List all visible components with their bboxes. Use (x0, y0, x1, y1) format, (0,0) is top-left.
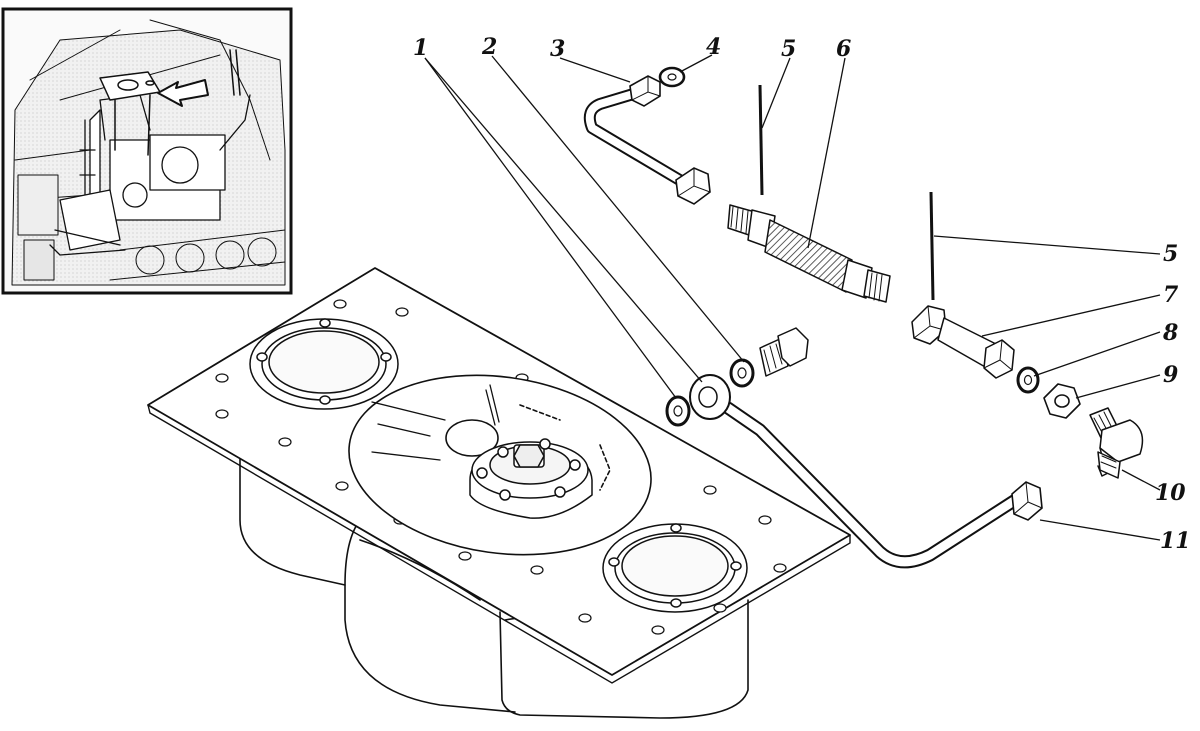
callout-labels: 1 2 3 4 5 6 5 7 8 9 10 11 (413, 34, 1191, 554)
washer-8 (1016, 366, 1040, 394)
leader-lines (424, 54, 1161, 541)
fuel-hose-assembly (727, 204, 891, 303)
pipe-nut-bottom (675, 167, 711, 205)
inspection-cover-right (602, 523, 748, 613)
union-fitting-2 (759, 327, 809, 377)
banjo-bolt-7 (911, 305, 1015, 379)
locking-wire-5-upper (758, 84, 764, 196)
engine-sketch (49, 94, 251, 256)
pipe-nut-top (629, 75, 661, 107)
callout-10: 10 (1155, 480, 1186, 506)
bent-fuel-pipe-lower (689, 374, 1043, 569)
tank-body (239, 454, 749, 719)
sender-flange (469, 438, 593, 519)
bent-fuel-pipe-upper (583, 75, 711, 205)
locator-inset (1, 7, 293, 295)
callout-4: 4 (706, 34, 721, 60)
callout-11: 11 (1160, 528, 1191, 554)
callout-7: 7 (1163, 282, 1179, 308)
locator-arrow-icon (157, 79, 209, 107)
callout-8: 8 (1162, 320, 1178, 346)
washer-2 (729, 358, 755, 388)
washer-1 (665, 395, 691, 427)
callout-9: 9 (1163, 362, 1178, 388)
washer-4 (658, 66, 686, 88)
elbow-fitting-10 (1089, 407, 1144, 479)
locking-wire-5-right (929, 191, 935, 301)
banjo-eye (689, 374, 731, 420)
callout-5a: 5 (781, 36, 796, 62)
callout-1: 1 (413, 35, 428, 61)
callout-2: 2 (481, 34, 497, 60)
pipe-nut-lower-end (1011, 481, 1043, 521)
callout-6: 6 (836, 36, 851, 62)
callout-5b: 5 (1163, 241, 1178, 267)
callout-3: 3 (550, 36, 565, 62)
hex-nut-9 (1043, 383, 1081, 419)
inspection-cover-left (249, 318, 399, 410)
